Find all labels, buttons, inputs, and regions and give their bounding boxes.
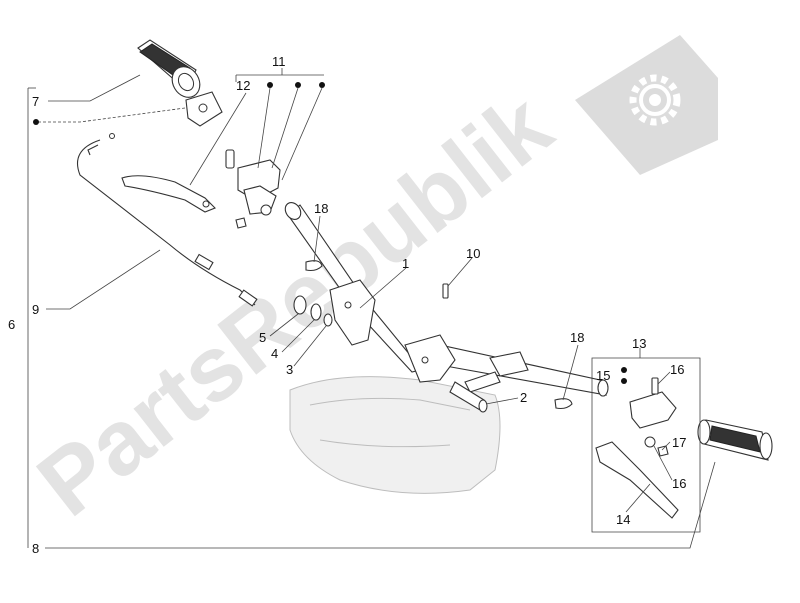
callout-16-upper: 16 bbox=[670, 362, 684, 377]
callout-18-right: 18 bbox=[570, 330, 584, 345]
callout-11: 11 bbox=[272, 54, 286, 69]
bullet-dots bbox=[33, 82, 627, 384]
callout-8: 8 bbox=[32, 541, 39, 556]
callout-12: 12 bbox=[236, 78, 250, 93]
callout-14: 14 bbox=[616, 512, 630, 527]
clip-right bbox=[554, 398, 573, 410]
right-lever-assembly bbox=[595, 377, 679, 519]
callout-4: 4 bbox=[271, 346, 278, 361]
pin bbox=[449, 381, 488, 413]
master-cylinder bbox=[225, 149, 281, 229]
callout-9: 9 bbox=[32, 302, 39, 317]
callout-1: 1 bbox=[402, 256, 409, 271]
throttle-housing bbox=[185, 91, 223, 127]
callout-16-lower: 16 bbox=[672, 476, 686, 491]
left-grip bbox=[137, 39, 201, 98]
callout-6: 6 bbox=[8, 317, 15, 332]
screw bbox=[442, 283, 449, 299]
callout-10: 10 bbox=[466, 246, 480, 261]
callout-15: 15 bbox=[596, 368, 610, 383]
callout-labels: 7 6 9 8 11 12 18 10 1 5 4 3 2 18 13 15 1… bbox=[8, 54, 686, 556]
callout-3: 3 bbox=[286, 362, 293, 377]
callout-5: 5 bbox=[259, 330, 266, 345]
callout-7: 7 bbox=[32, 94, 39, 109]
leader-lines bbox=[27, 68, 716, 549]
left-brake-lever bbox=[121, 175, 216, 213]
gear-icon bbox=[629, 74, 681, 126]
right-grip bbox=[697, 419, 773, 461]
handlebar bbox=[284, 202, 609, 397]
clip-top bbox=[305, 260, 323, 272]
frame-outline bbox=[289, 376, 501, 494]
washers bbox=[293, 295, 333, 327]
callout-2: 2 bbox=[520, 390, 527, 405]
callout-13: 13 bbox=[632, 336, 646, 351]
throttle-cable bbox=[76, 133, 258, 307]
callout-17: 17 bbox=[672, 435, 686, 450]
callout-18-top: 18 bbox=[314, 201, 328, 216]
watermark-tag-shape bbox=[575, 35, 718, 175]
